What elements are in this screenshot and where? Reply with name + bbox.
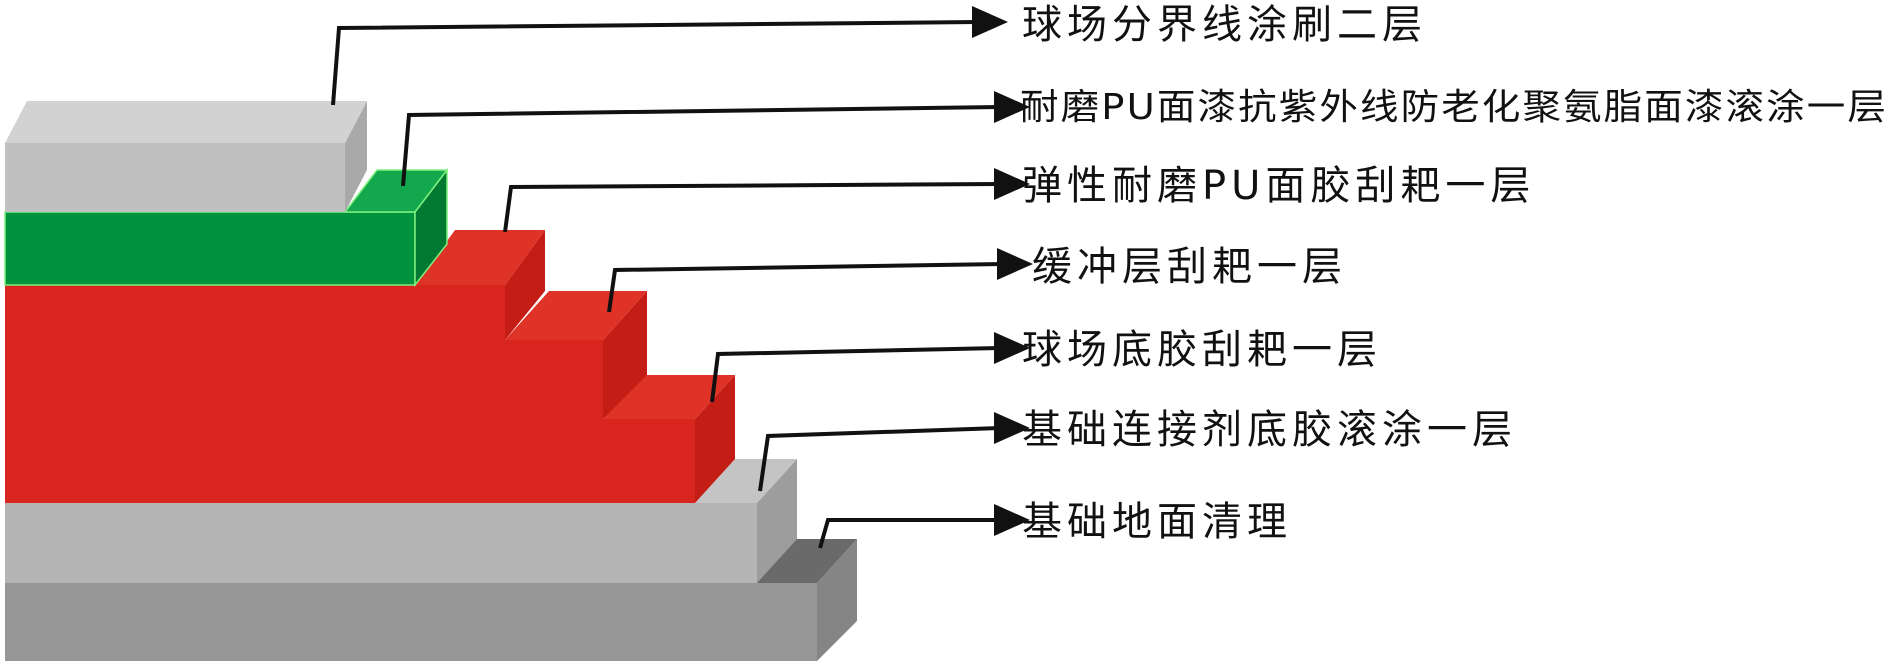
label-pu-topcoat: 耐磨PU面漆抗紫外线防老化聚氨脂面漆滚涂一层 [1020, 87, 1888, 128]
cushion-front-face [5, 340, 603, 419]
leader-line-elastic-pu [503, 182, 1001, 233]
court-line-side-face [345, 101, 367, 212]
court-line-front-face [5, 143, 345, 212]
leader-line-primer [758, 426, 1001, 492]
leader-line-pu-topcoat [401, 105, 1001, 187]
label-cushion: 缓冲层刮耙一层 [1032, 244, 1347, 290]
primer-top-face [695, 459, 797, 503]
label-court-line: 球场分界线涂刷二层 [1022, 2, 1427, 48]
pu-topcoat-top-face [343, 169, 449, 213]
pu-topcoat-front-face [4, 211, 416, 286]
label-ground: 基础地面清理 [1022, 499, 1292, 545]
layer-block-cushion [5, 291, 647, 419]
layer-block-base-glue [5, 375, 735, 503]
leader-line-ground [818, 518, 1000, 549]
arrowhead-elastic-pu [994, 168, 1030, 200]
arrowhead-cushion [997, 248, 1033, 280]
court-line-top-face [5, 101, 367, 143]
ground-front-face [5, 583, 817, 661]
arrowhead-primer [994, 412, 1030, 444]
label-primer: 基础连接剂底胶滚涂一层 [1022, 407, 1517, 453]
label-elastic-pu: 弹性耐磨PU面胶刮耙一层 [1022, 163, 1535, 209]
arrowhead-base-glue [994, 332, 1030, 364]
ground-side-face [817, 539, 857, 661]
cushion-side-face [603, 291, 647, 419]
layer-block-pu-topcoat [4, 167, 449, 288]
leader-line-base-glue [710, 346, 1001, 403]
arrowhead-ground [994, 504, 1030, 536]
leader-line-cushion [607, 262, 1004, 313]
layer-block-court-line [5, 101, 367, 212]
ground-top-face [756, 539, 857, 583]
base-glue-side-face [695, 375, 735, 503]
primer-front-face [5, 503, 757, 583]
elastic-pu-side-face [505, 230, 545, 340]
base-glue-front-face [5, 419, 695, 503]
elastic-pu-front-face [5, 285, 505, 340]
layer-block-primer [5, 459, 797, 583]
label-base-glue: 球场底胶刮耙一层 [1022, 327, 1382, 373]
layer-labels: 球场分界线涂刷二层 耐磨PU面漆抗紫外线防老化聚氨脂面漆滚涂一层 弹性耐磨PU面… [1020, 2, 1888, 545]
primer-side-face [757, 459, 797, 583]
arrowhead-court-line [972, 6, 1008, 38]
leader-lines [331, 6, 1033, 549]
arrowhead-pu-topcoat [994, 91, 1030, 123]
leader-line-court-line [331, 20, 979, 106]
layer-block-ground [5, 539, 857, 661]
